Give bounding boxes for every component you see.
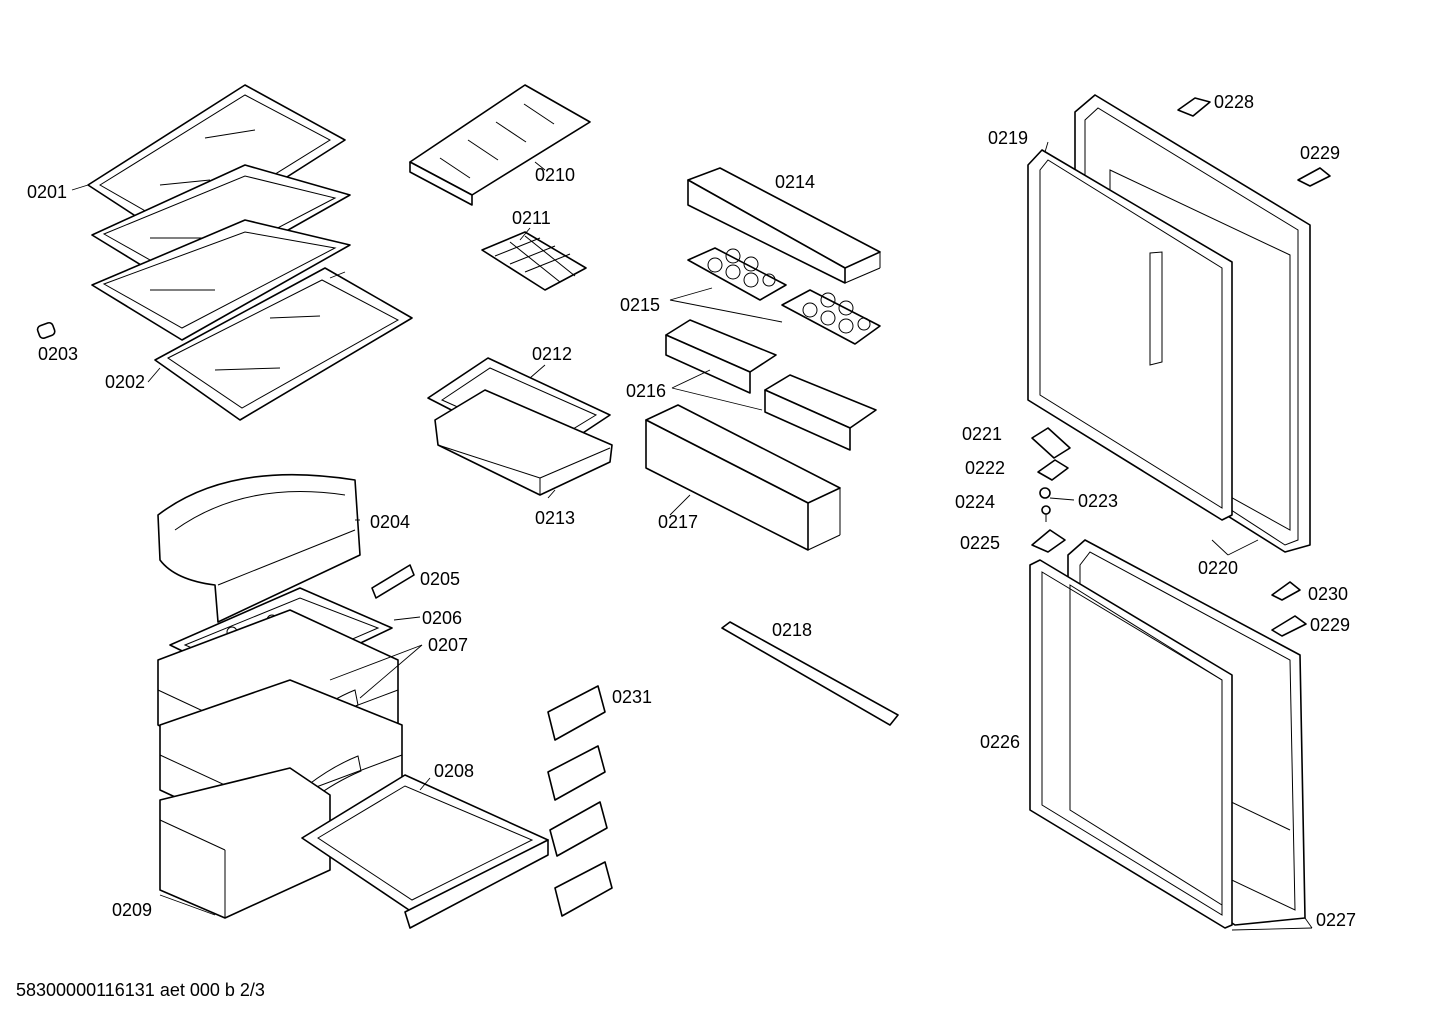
label-0223: 0223 [1078, 491, 1118, 511]
label-0216: 0216 [626, 381, 666, 401]
door-bin-0217 [645, 404, 841, 551]
label-0215: 0215 [620, 295, 660, 315]
label-0222: 0222 [965, 458, 1005, 478]
hinge-0221 [1031, 427, 1071, 459]
egg-holder-0215-a [687, 247, 787, 301]
glass-shelf-lower [154, 267, 413, 421]
label-0220: 0220 [1198, 558, 1238, 578]
label-0219: 0219 [988, 128, 1028, 148]
door-gasket-0226 [1029, 559, 1233, 929]
hinge-0222 [1037, 459, 1069, 481]
label-0227: 0227 [1316, 910, 1356, 930]
label-0214: 0214 [775, 172, 815, 192]
clip-0231-1 [547, 685, 606, 741]
door-bin-0216-b [764, 374, 877, 451]
label-0224: 0224 [955, 492, 995, 512]
part-labels: 0201 0202 0203 0204 0205 0206 0207 0208 … [27, 92, 1356, 930]
label-0203: 0203 [38, 344, 78, 364]
glass-shelf-middle-2 [91, 219, 351, 341]
label-0207: 0207 [428, 635, 468, 655]
label-0212: 0212 [532, 344, 572, 364]
door-bin-0216-a [665, 319, 777, 394]
shelf-end-cap [36, 321, 56, 339]
egg-holder-0215-b [781, 289, 881, 345]
screw-0224 [1041, 505, 1051, 522]
label-0218: 0218 [772, 620, 812, 640]
door-shelf-0214 [687, 167, 881, 284]
label-0217: 0217 [658, 512, 698, 532]
label-0231: 0231 [612, 687, 652, 707]
bushing-0223 [1039, 487, 1051, 499]
label-0210: 0210 [535, 165, 575, 185]
strip-0218 [721, 621, 899, 726]
drawer-cover-0204 [157, 473, 361, 623]
label-0204: 0204 [370, 512, 410, 532]
label-0221: 0221 [962, 424, 1002, 444]
ice-cube-tray-0211 [481, 231, 587, 291]
egg-tray-0210 [409, 84, 591, 206]
hinge-cover-0228 [1177, 97, 1211, 117]
drawing-number-footer: 58300000116131 aet 000 b 2/3 [16, 980, 265, 1000]
label-0209: 0209 [112, 900, 152, 920]
label-0211: 0211 [512, 208, 551, 228]
leader-lines [71, 141, 1313, 931]
label-0208: 0208 [434, 761, 474, 781]
clip-0231-3 [549, 801, 608, 857]
label-0205: 0205 [420, 569, 460, 589]
hinge-cover-0229-lower [1271, 615, 1307, 637]
label-0229-lower: 0229 [1310, 615, 1350, 635]
drawer-handle-0205 [371, 564, 415, 599]
small-drawer-0213 [434, 389, 613, 496]
label-0230: 0230 [1308, 584, 1348, 604]
clip-0231-2 [547, 745, 606, 801]
drawer-bottom-0209 [159, 767, 331, 919]
label-0226: 0226 [980, 732, 1020, 752]
label-0228: 0228 [1214, 92, 1254, 112]
label-0202: 0202 [105, 372, 145, 392]
hinge-cover-0229-upper [1297, 167, 1331, 187]
door-gasket-0219 [1027, 149, 1233, 521]
label-0201: 0201 [27, 182, 67, 202]
label-0225: 0225 [960, 533, 1000, 553]
drawer-shelf-0208 [301, 774, 549, 929]
hinge-part-0230 [1271, 581, 1301, 601]
label-0229-upper: 0229 [1300, 143, 1340, 163]
label-0213: 0213 [535, 508, 575, 528]
clip-0231-4 [554, 861, 613, 917]
label-0206: 0206 [422, 608, 462, 628]
hinge-0225 [1031, 529, 1066, 553]
